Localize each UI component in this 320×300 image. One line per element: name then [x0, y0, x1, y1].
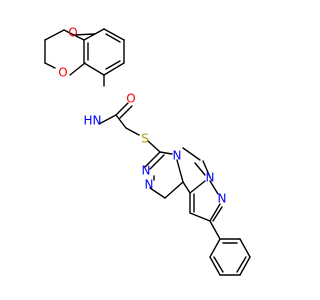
hydrogen-atom-amide: H: [83, 114, 92, 128]
sulfur-atom: S: [141, 132, 149, 146]
nitrogen-atom-amide: N: [93, 114, 102, 128]
bond-p1: [182, 147, 201, 161]
nitrogen-atom-bridgehead: N: [206, 171, 215, 185]
bond-t2: [149, 187, 166, 199]
molecule-structure: O O N H O S N N N N N: [44, 26, 251, 276]
bond-ph1: [209, 238, 221, 258]
bond-b5-inner: [105, 60, 121, 70]
bond-b6: [83, 62, 105, 76]
bond-ph-link: [209, 220, 221, 240]
bond-b3-inner: [105, 33, 121, 43]
bond-t1-inner: [149, 154, 165, 170]
bond-ph4-inner: [236, 256, 247, 273]
bond-p2-inner: [194, 162, 206, 176]
oxygen-atom-dioxane-top: O: [68, 26, 77, 40]
oxygen-atom-carbonyl: O: [126, 92, 135, 106]
bond-t5: [159, 151, 173, 155]
nitrogen-atom-triazole-2: N: [142, 164, 151, 178]
bond-pz3-inner: [212, 206, 223, 222]
bond-ph6: [209, 256, 221, 276]
phenyl-ring: [209, 220, 251, 276]
oxygen-atom-dioxane-bottom: O: [58, 66, 67, 80]
bond-c-o-2: [119, 105, 133, 119]
pyrazine-ring: [182, 147, 211, 194]
bond-o1-link: [72, 33, 96, 36]
bond-p2: [202, 160, 211, 178]
triazole-ring: [144, 151, 184, 199]
bond-ph6-inner: [213, 256, 224, 273]
bond-p3: [189, 180, 206, 194]
nitrogen-atom-fused-triazole: N: [173, 149, 182, 163]
nitrogen-atom-triazole-3: N: [145, 178, 154, 192]
bond-t1: [144, 151, 161, 168]
bond-o2-link: [69, 62, 86, 76]
atom-labels: O O N H O S N N N N N: [58, 26, 226, 206]
nitrogen-atom-pyrazole: N: [218, 192, 227, 206]
pyrazole-ring: [189, 180, 223, 222]
bond-c-ch2: [115, 114, 127, 129]
bond-ch2-s: [125, 127, 140, 136]
bond-pz2: [189, 212, 211, 222]
bond-pz3: [209, 203, 221, 222]
bond-c5-o2: [44, 62, 56, 69]
bond-b2: [83, 28, 105, 41]
bond-p4: [182, 181, 191, 194]
bond-t3: [164, 181, 184, 199]
benzene-ring-1: [83, 28, 125, 76]
molecule-canvas: O O N H O S N N N N N: [44, 26, 251, 276]
bond-s-ctriazole: [147, 140, 161, 153]
amide-linker: [98, 74, 161, 153]
bond-b5: [103, 62, 125, 76]
bond-t4: [176, 159, 184, 183]
bond-n-c: [98, 114, 117, 125]
bond-ph3: [239, 238, 251, 258]
bond-c-o-1: [115, 102, 129, 116]
dioxane-ring: [44, 29, 96, 76]
bond-c1-c6: [44, 29, 65, 41]
bond-ph4: [239, 256, 251, 276]
bond-b3: [103, 28, 125, 41]
bond-pz4: [209, 180, 219, 195]
